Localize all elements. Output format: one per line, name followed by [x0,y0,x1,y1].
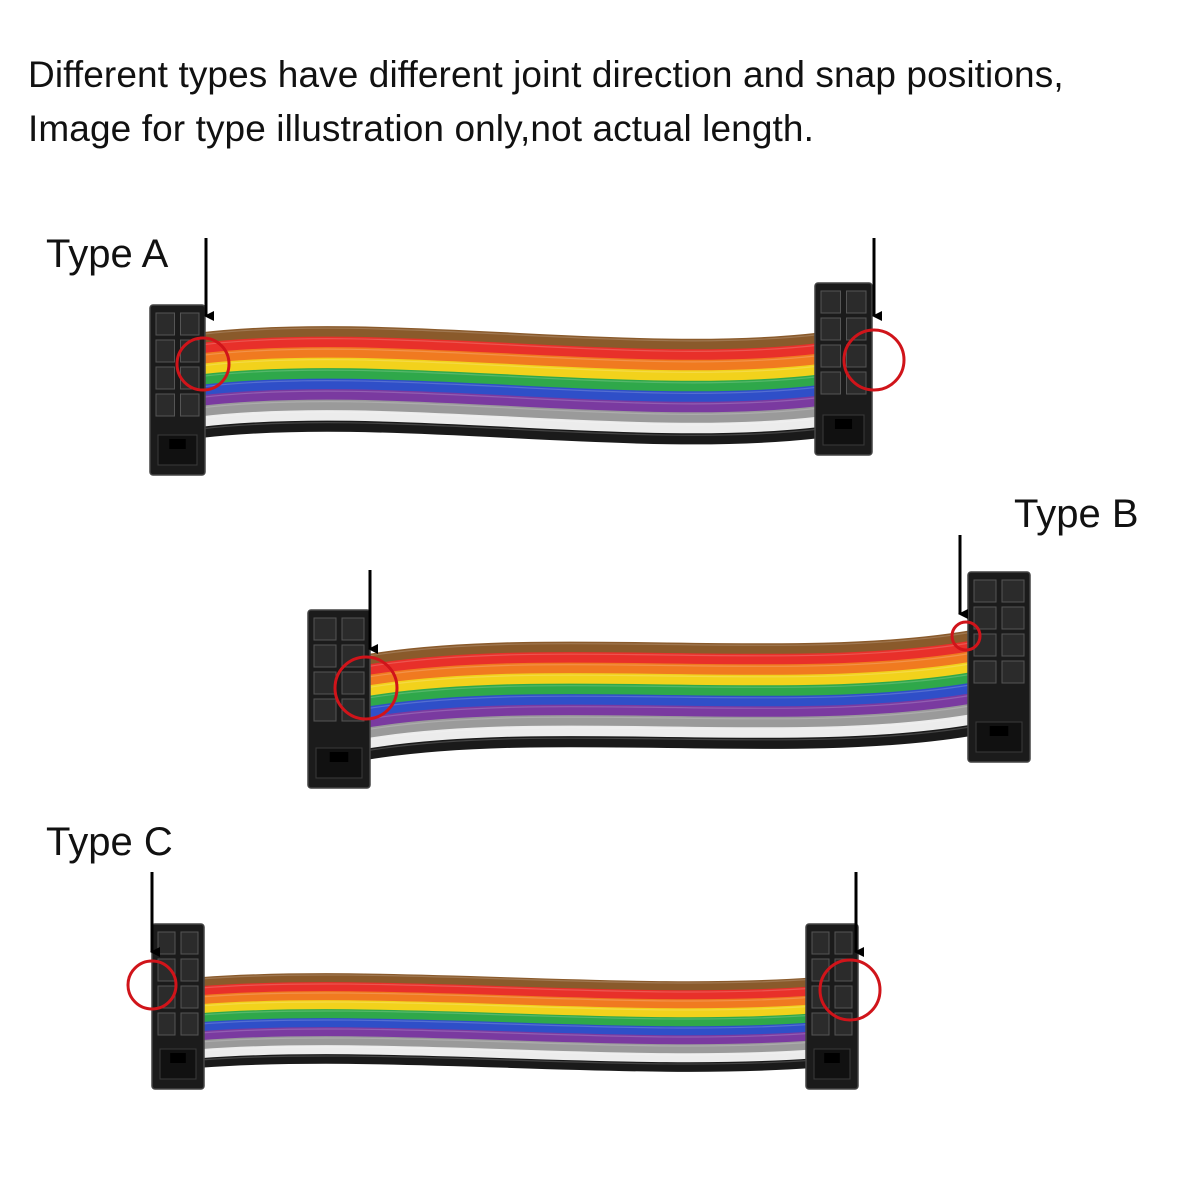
ribbon-wire [364,651,971,687]
highlight-circle-left [333,655,399,721]
ribbon-wire [364,662,971,697]
type-b-label: Type B [1014,492,1139,536]
connector-left [307,609,371,789]
ribbon-wire [364,704,971,739]
ribbon-wire [199,1036,816,1054]
highlight-circle-left [126,959,178,1011]
connector-right [805,923,859,1090]
ribbon-wire [199,336,821,361]
ribbon-wire [199,326,821,350]
highlight-circle-right [950,620,982,652]
ribbon-wire [199,399,821,424]
ribbon-wire [199,1054,816,1072]
connector-left [149,304,206,476]
ribbon-wire [199,389,821,413]
ribbon-wire [364,714,971,750]
ribbon-wire [199,982,816,1000]
connector-right [814,282,873,456]
ribbon-wire [199,347,821,371]
ribbon-wire [199,357,821,382]
ribbon-wire [364,672,971,708]
highlight-circle-left [175,336,231,392]
caption-line-1: Different types have different joint dir… [28,54,1064,95]
cable-type-b [307,535,1031,789]
ribbon-wire [364,630,971,666]
ribbon-wire [199,1018,816,1036]
highlight-circle-right [818,958,882,1022]
ribbon-wire [364,693,971,729]
ribbon-wire [199,410,821,434]
connector-right [967,571,1031,763]
ribbon-wire [199,973,816,991]
caption-line-2: Image for type illustration only,not act… [28,108,814,149]
ribbon-wire [199,991,816,1009]
ribbon-wire [199,1027,816,1045]
highlight-circle-right [842,328,906,392]
type-a-label: Type A [46,232,169,276]
ribbon-wire [199,1045,816,1063]
ribbon-wire [199,420,821,445]
ribbon-wire [199,1009,816,1027]
ribbon-wire [199,378,821,403]
ribbon-wire [364,641,971,676]
cable-type-a [149,238,906,476]
ribbon-wire [199,368,821,392]
ribbon-wire [199,1000,816,1018]
caption: Different types have different joint dir… [28,48,1198,156]
ribbon-wire [364,725,971,760]
cable-type-c [126,872,882,1090]
ribbon-wire [364,683,971,718]
type-c-label: Type C [46,820,173,864]
